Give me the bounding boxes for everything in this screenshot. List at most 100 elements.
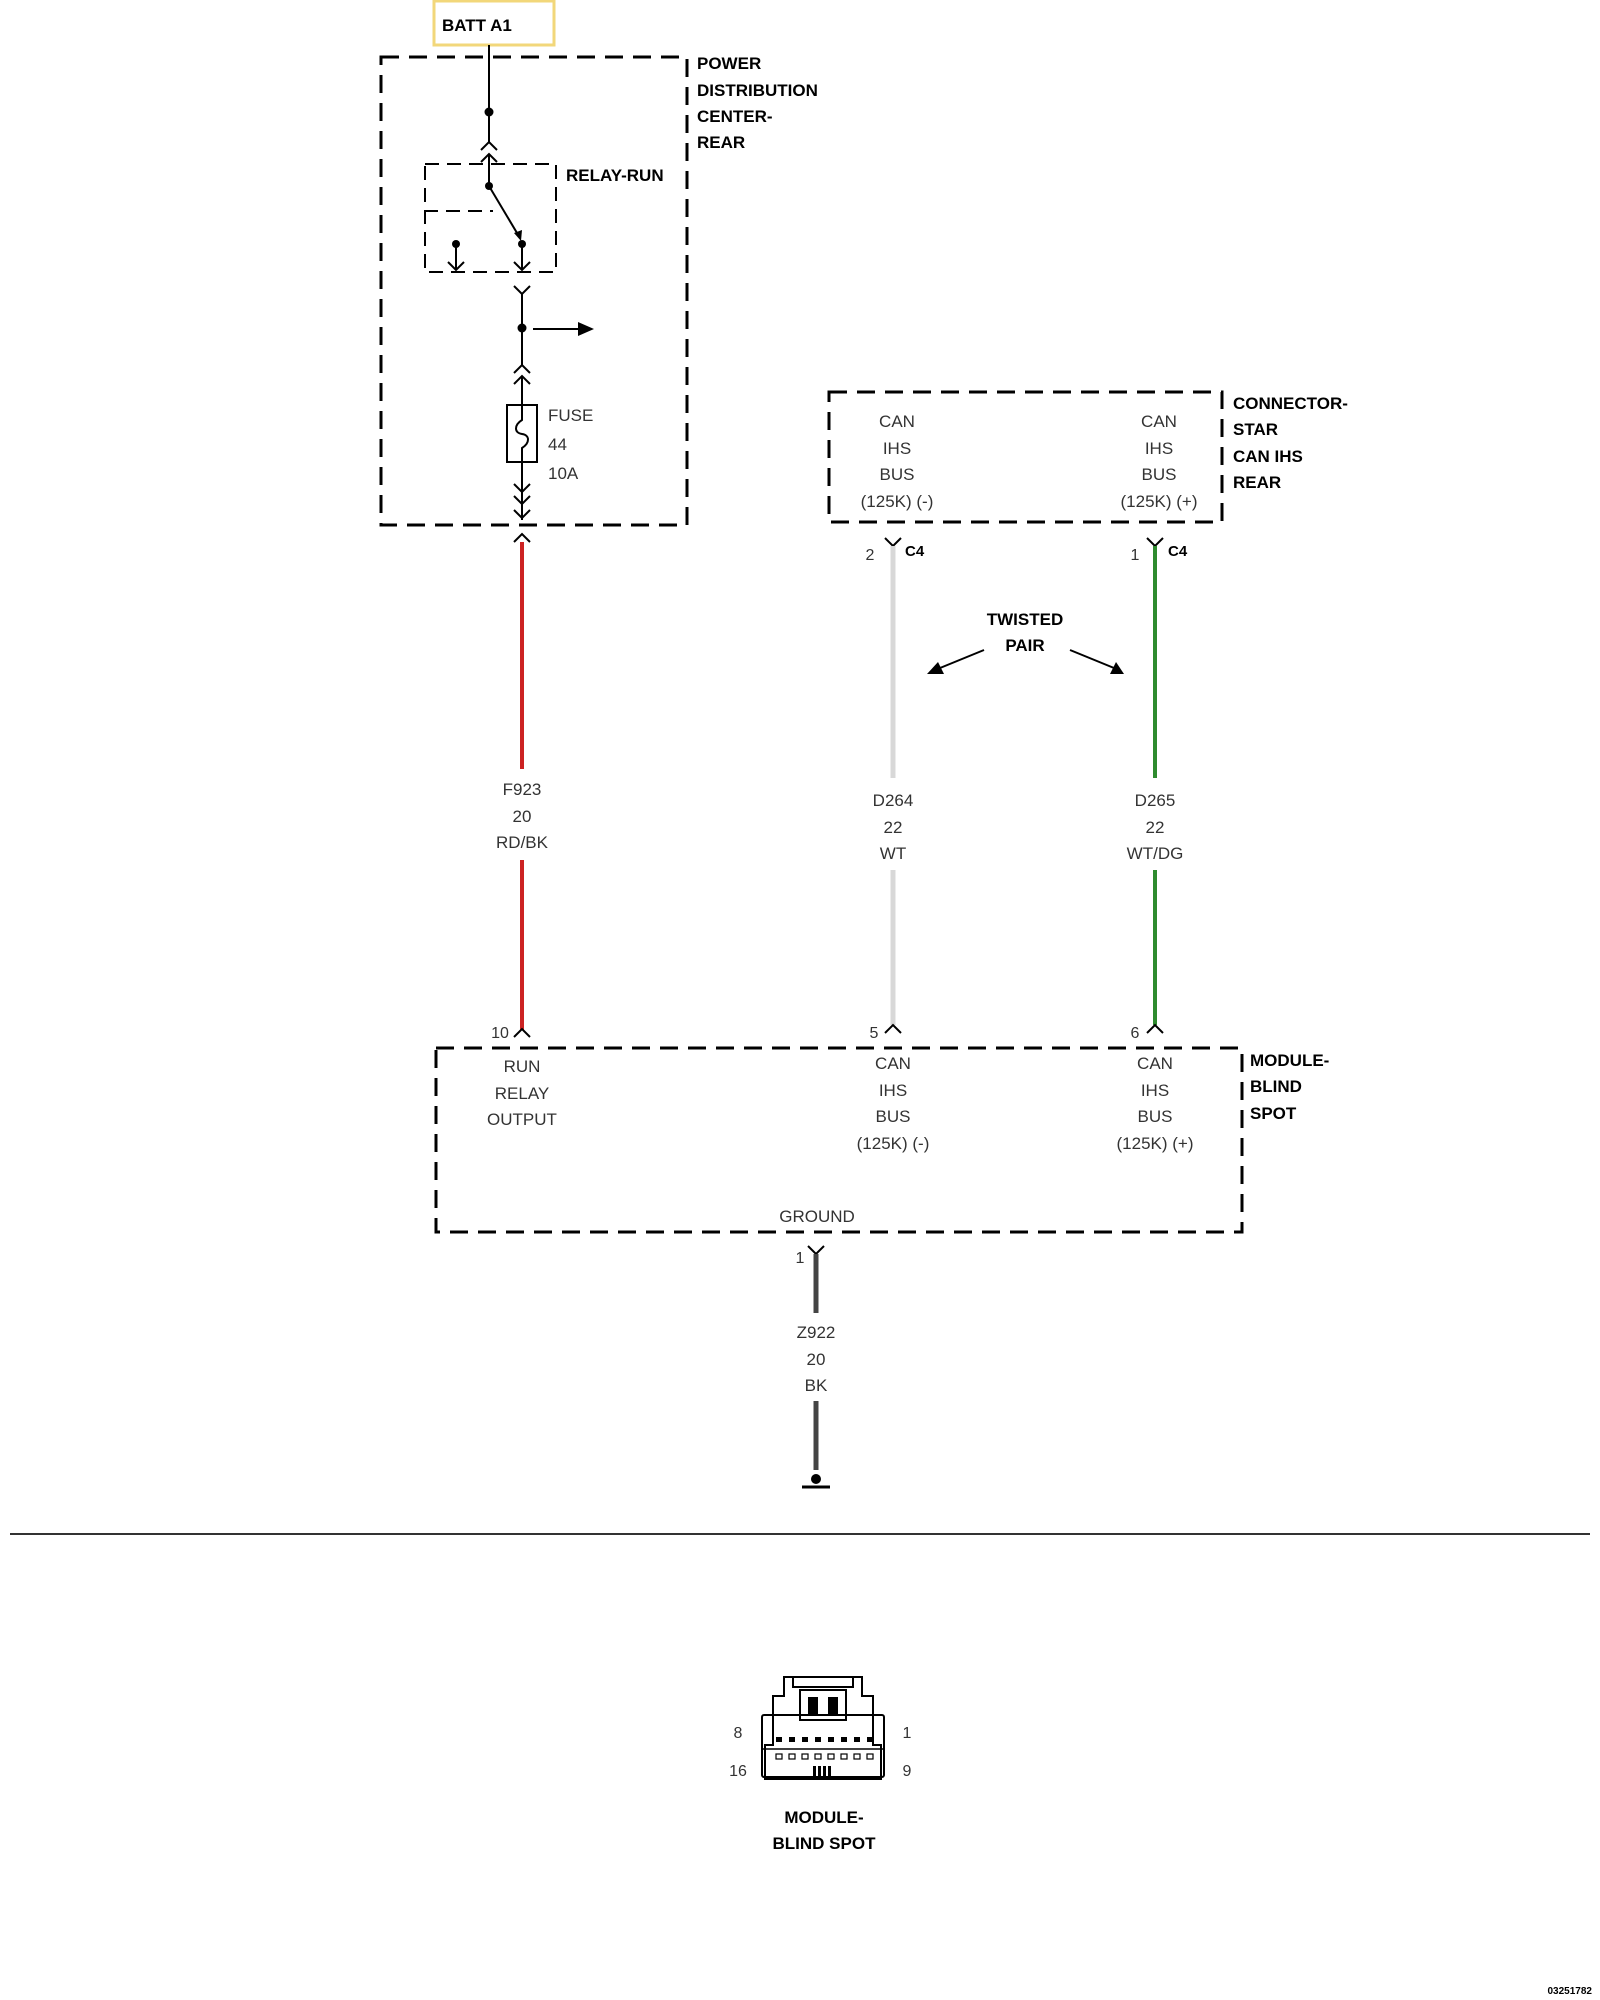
svg-text:TWISTED: TWISTED: [987, 610, 1064, 629]
star-pin-1: 1 C4: [1131, 537, 1188, 564]
pdc-box: [379, 55, 689, 527]
module-can-minus-label: CAN IHS BUS (125K) (-): [857, 1054, 930, 1153]
svg-text:20: 20: [807, 1350, 826, 1369]
svg-text:REAR: REAR: [1233, 473, 1281, 492]
pdc-label: POWER DISTRIBUTION CENTER- REAR: [697, 54, 818, 152]
svg-text:F923: F923: [503, 780, 542, 799]
svg-text:SPOT: SPOT: [1250, 1104, 1297, 1123]
module-run-relay-output-label: RUN RELAY OUTPUT: [487, 1057, 557, 1129]
svg-text:(125K) (+): (125K) (+): [1121, 492, 1198, 511]
module-blind-spot-box: [434, 1046, 1244, 1234]
star-connector-box: [827, 390, 1224, 524]
svg-text:C4: C4: [905, 543, 925, 560]
module-can-plus-label: CAN IHS BUS (125K) (+): [1117, 1054, 1194, 1153]
svg-text:STAR: STAR: [1233, 420, 1278, 439]
svg-text:CAN: CAN: [1141, 412, 1177, 431]
wire-d264-label: D264 22 WT: [873, 791, 914, 863]
module-pin-6: 6: [1131, 1023, 1164, 1042]
svg-text:6: 6: [1131, 1025, 1140, 1042]
battery-feed: [480, 45, 498, 190]
figure-id: 03251782: [1548, 1986, 1593, 1997]
svg-text:10A: 10A: [548, 464, 579, 483]
module-label: MODULE- BLIND SPOT: [1250, 1051, 1329, 1123]
svg-text:DISTRIBUTION: DISTRIBUTION: [697, 81, 818, 100]
connector-face-icon: [761, 1676, 885, 1780]
connector-view-label: MODULE- BLIND SPOT: [773, 1808, 877, 1853]
connector-pin-16-label: 16: [729, 1763, 747, 1780]
ground-icon: [802, 1474, 830, 1489]
svg-text:MODULE-: MODULE-: [784, 1808, 863, 1827]
fuse-label: FUSE 44 10A: [548, 406, 593, 483]
svg-text:1: 1: [1131, 547, 1140, 564]
wire-f923-label: F923 20 RD/BK: [496, 780, 549, 852]
module-pin-5: 5: [870, 1023, 902, 1042]
svg-text:Z922: Z922: [797, 1323, 836, 1342]
svg-text:(125K) (-): (125K) (-): [861, 492, 934, 511]
relay-output-line: [513, 285, 594, 405]
svg-text:WT: WT: [880, 844, 906, 863]
batt-box: [432, 0, 556, 47]
svg-text:1: 1: [796, 1250, 805, 1267]
wire-z922-label: Z922 20 BK: [797, 1323, 836, 1395]
svg-text:BUS: BUS: [1142, 465, 1177, 484]
svg-text:BK: BK: [805, 1376, 828, 1395]
svg-text:22: 22: [1146, 818, 1165, 837]
svg-text:POWER: POWER: [697, 54, 761, 73]
svg-text:2: 2: [866, 547, 875, 564]
wire-d265-label: D265 22 WT/DG: [1127, 791, 1184, 863]
svg-text:BUS: BUS: [880, 465, 915, 484]
svg-text:BUS: BUS: [1138, 1107, 1173, 1126]
twisted-pair-left-arrow-icon: [927, 649, 985, 674]
svg-text:IHS: IHS: [879, 1081, 907, 1100]
svg-text:44: 44: [548, 435, 567, 454]
module-pin-10: 10: [491, 1025, 531, 1042]
svg-text:IHS: IHS: [883, 439, 911, 458]
svg-text:5: 5: [870, 1025, 879, 1042]
twisted-pair-label: TWISTED PAIR: [987, 610, 1064, 655]
svg-text:IHS: IHS: [1141, 1081, 1169, 1100]
svg-text:10: 10: [491, 1025, 509, 1042]
svg-text:(125K) (+): (125K) (+): [1117, 1134, 1194, 1153]
star-can-minus-label: CAN IHS BUS (125K) (-): [861, 412, 934, 511]
splice-arrow-icon: [578, 322, 594, 336]
svg-text:RUN: RUN: [504, 1057, 541, 1076]
svg-text:REAR: REAR: [697, 133, 745, 152]
svg-text:BLIND SPOT: BLIND SPOT: [773, 1834, 877, 1853]
svg-text:IHS: IHS: [1145, 439, 1173, 458]
module-ground-label: GROUND: [779, 1207, 855, 1226]
svg-text:RD/BK: RD/BK: [496, 833, 549, 852]
relay-label: RELAY-RUN: [566, 166, 664, 185]
fuse-output: [513, 462, 531, 543]
svg-text:(125K) (-): (125K) (-): [857, 1134, 930, 1153]
svg-text:D264: D264: [873, 791, 914, 810]
svg-text:BUS: BUS: [876, 1107, 911, 1126]
twisted-pair-right-arrow-icon: [1069, 649, 1124, 674]
svg-text:CENTER-: CENTER-: [697, 107, 773, 126]
svg-text:MODULE-: MODULE-: [1250, 1051, 1329, 1070]
svg-text:CAN: CAN: [879, 412, 915, 431]
batt-label: BATT A1: [442, 16, 512, 35]
connector-pin-1-label: 1: [903, 1725, 912, 1742]
svg-text:CAN: CAN: [875, 1054, 911, 1073]
module-ground-pin: 1: [796, 1245, 825, 1267]
svg-text:CAN: CAN: [1137, 1054, 1173, 1073]
svg-text:C4: C4: [1168, 543, 1188, 560]
svg-text:OUTPUT: OUTPUT: [487, 1110, 557, 1129]
svg-text:22: 22: [884, 818, 903, 837]
relay-switch: [424, 185, 531, 272]
connector-pin-9-label: 9: [903, 1763, 912, 1780]
svg-text:20: 20: [513, 807, 532, 826]
svg-text:RELAY: RELAY: [495, 1084, 550, 1103]
star-connector-label: CONNECTOR- STAR CAN IHS REAR: [1233, 394, 1348, 492]
fuse-icon: [506, 404, 538, 463]
svg-text:CONNECTOR-: CONNECTOR-: [1233, 394, 1348, 413]
connector-pin-8-label: 8: [734, 1725, 743, 1742]
svg-text:BLIND: BLIND: [1250, 1077, 1302, 1096]
svg-text:FUSE: FUSE: [548, 406, 593, 425]
star-can-plus-label: CAN IHS BUS (125K) (+): [1121, 412, 1198, 511]
svg-text:CAN IHS: CAN IHS: [1233, 447, 1303, 466]
svg-text:PAIR: PAIR: [1005, 636, 1044, 655]
svg-text:WT/DG: WT/DG: [1127, 844, 1184, 863]
svg-text:D265: D265: [1135, 791, 1176, 810]
